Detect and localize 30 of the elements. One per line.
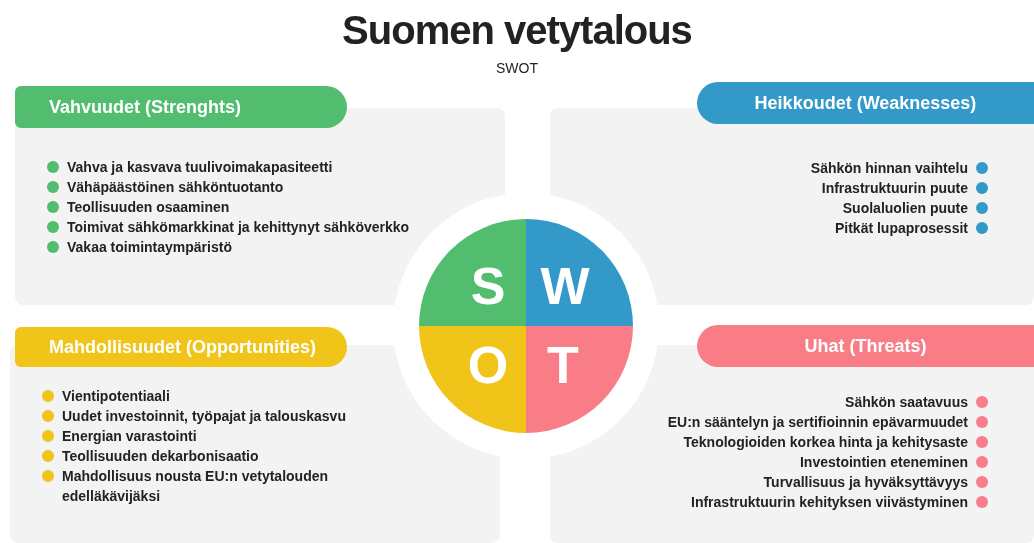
list-item: Uudet investoinnit, työpajat ja talouskasvu: [62, 407, 346, 426]
list-item: Teollisuuden osaaminen: [67, 198, 230, 217]
list-item: Infrastruktuurin kehityksen viivästyminen: [691, 493, 968, 512]
quadrant-letter: W: [540, 258, 590, 314]
quadrant-letter: O: [467, 337, 509, 393]
list-item: Vähäpäästöinen sähköntuotanto: [67, 178, 284, 197]
list-item: Infrastruktuurin puute: [821, 179, 968, 198]
list-item: Investointien eteneminen: [799, 453, 968, 472]
list-item: Teollisuuden dekarbonisaatio: [62, 447, 259, 466]
list-item: Vahva ja kasvava tuulivoimakapasiteetti: [67, 158, 333, 177]
subtitle: SWOT: [496, 59, 538, 77]
list-item: Vakaa toimintaympäristö: [67, 238, 232, 257]
list-item: Turvallisuus ja hyväksyttävyys: [763, 473, 968, 492]
heading-tab: Uhat (Threats): [697, 325, 1034, 367]
list-item: Energian varastointi: [62, 427, 197, 446]
heading-tab: Mahdollisuudet (Opportunities): [15, 327, 347, 367]
list-item: Sähkön saatavuus: [845, 393, 968, 412]
list-item: Mahdollisuus nousta EU:n vetytalouden edelläkävijäksi: [62, 467, 330, 506]
heading-tab: Heikkoudet (Weaknesses): [697, 82, 1034, 124]
list-item: Toimivat sähkömarkkinat ja kehittynyt sähköverkko: [67, 218, 410, 237]
list-item: Vientipotentiaali: [62, 387, 170, 406]
quadrant-letter: S: [470, 258, 506, 314]
title: Suomen vetytalous: [342, 7, 692, 54]
quadrant-letter: T: [547, 337, 579, 393]
list-item: EU:n sääntelyn ja sertifioinnin epävarmuudet: [667, 413, 968, 432]
heading-tab: Vahvuudet (Strenghts): [15, 86, 347, 128]
list-item: Sähkön hinnan vaihtelu: [810, 159, 968, 178]
list-item: Teknologioiden korkea hinta ja kehitysaste: [683, 433, 968, 452]
list-item: Suolaluolien puute: [842, 199, 968, 218]
list-item: Pitkät lupaprosessit: [834, 219, 968, 238]
